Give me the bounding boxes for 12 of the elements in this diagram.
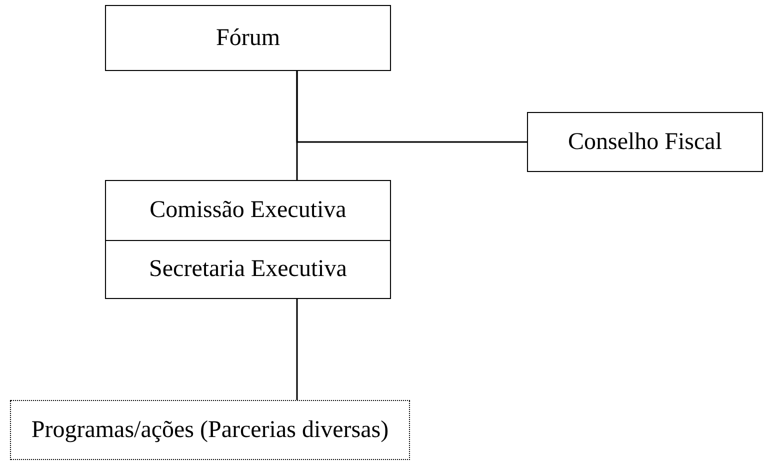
box-label: Secretaria Executiva — [149, 256, 347, 283]
connector-line — [296, 71, 527, 143]
box-label: Comissão Executiva — [150, 197, 346, 224]
org-box — [10, 400, 410, 460]
org-box — [105, 240, 391, 299]
org-box — [527, 112, 763, 172]
connector-line — [296, 299, 298, 400]
org-box — [105, 5, 391, 71]
org-box — [105, 180, 391, 241]
box-label: Fórum — [216, 24, 280, 52]
box-label: Conselho Fiscal — [568, 128, 722, 156]
box-label: Programas/ações (Parcerias diversas) — [31, 416, 389, 444]
